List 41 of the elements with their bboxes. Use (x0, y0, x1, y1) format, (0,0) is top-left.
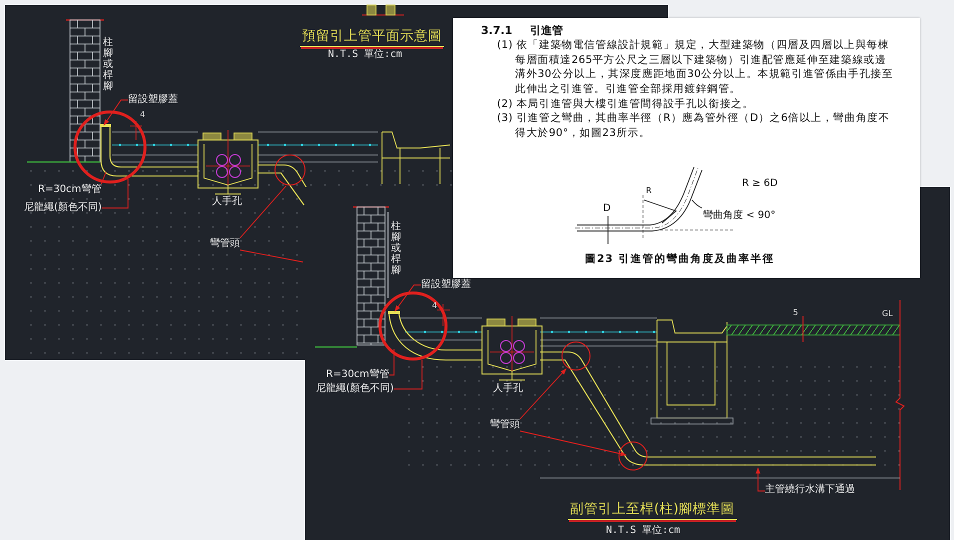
dimension-text: GL (882, 309, 893, 318)
callout-label: R=30cm彎管 (326, 369, 390, 381)
leader-line (393, 360, 422, 390)
paragraph: (1) 依「建築物電信管線設計規範」規定，大型建築物（四層及四層以上與每棟每層面積達265平方公尺之三層以下建築物）引進配管應延伸至建築線或邊溝外30公分以上，其深度應距地面30公分以上。本規範引進管係由手孔接至此伸出之引進管。引進管全部採用鍍鋅鋼管。 (497, 38, 894, 96)
figure-label: D (603, 203, 611, 214)
figure-label: 彎曲角度 < 90° (703, 210, 776, 221)
leader-line (394, 284, 422, 312)
figure-caption: 圖23 引進管的彎曲角度及曲率半徑 (585, 252, 774, 266)
scale-note: N.T.S 單位:cm (328, 48, 402, 61)
dimension-text: 4 (140, 110, 146, 119)
scale-note: N.T.S 單位:cm (606, 524, 680, 537)
leader-line (104, 100, 128, 126)
paragraph: (2) 本局引進管與大樓引進管間得設手孔以銜接之。 (497, 97, 755, 112)
callout-label: 彎管頭 (210, 238, 240, 250)
part-label: 人手孔 (493, 383, 523, 395)
part-label: 人手孔 (212, 196, 242, 208)
column-label: 柱腳或桿腳 (391, 221, 401, 276)
callout-label: R=30cm彎管 (38, 184, 102, 196)
paragraph: (3) 引進管之彎曲，其曲率半徑（R）應為管外徑（D）之6倍以上，彎曲角度不得大於90°，如圖23所示。 (497, 111, 891, 140)
leader-line (388, 348, 394, 376)
callout-label: 彎管頭 (490, 419, 520, 431)
leader-line (756, 467, 766, 492)
leader-line (520, 430, 627, 456)
callout-label: 留設塑膠蓋 (421, 279, 471, 291)
section-heading: 3.7.1 引進管 (481, 23, 564, 38)
drawing-title: 預留引上管平面示意圖 (300, 27, 444, 47)
leader-line (240, 250, 304, 262)
callout-label: 尼龍繩(顏色不同) (316, 383, 394, 395)
callout-label: 主管繞行水溝下通過 (765, 484, 855, 496)
callout-label: 尼龍繩(顏色不同) (24, 202, 102, 214)
leader-line (240, 186, 286, 238)
figure-label: R ≥ 6D (742, 178, 778, 189)
column-label: 柱腳或桿腳 (103, 37, 113, 92)
callout-label: 留設塑膠蓋 (128, 94, 178, 106)
figure-label: R (646, 186, 652, 195)
drawing-title: 副管引上至桿(柱)腳標準圖 (568, 500, 737, 520)
leader-line (520, 368, 567, 420)
leader-line (101, 178, 128, 208)
dimension-text: 4 (432, 301, 438, 310)
leader-line (100, 172, 106, 184)
dimension-text: 5 (793, 308, 798, 317)
